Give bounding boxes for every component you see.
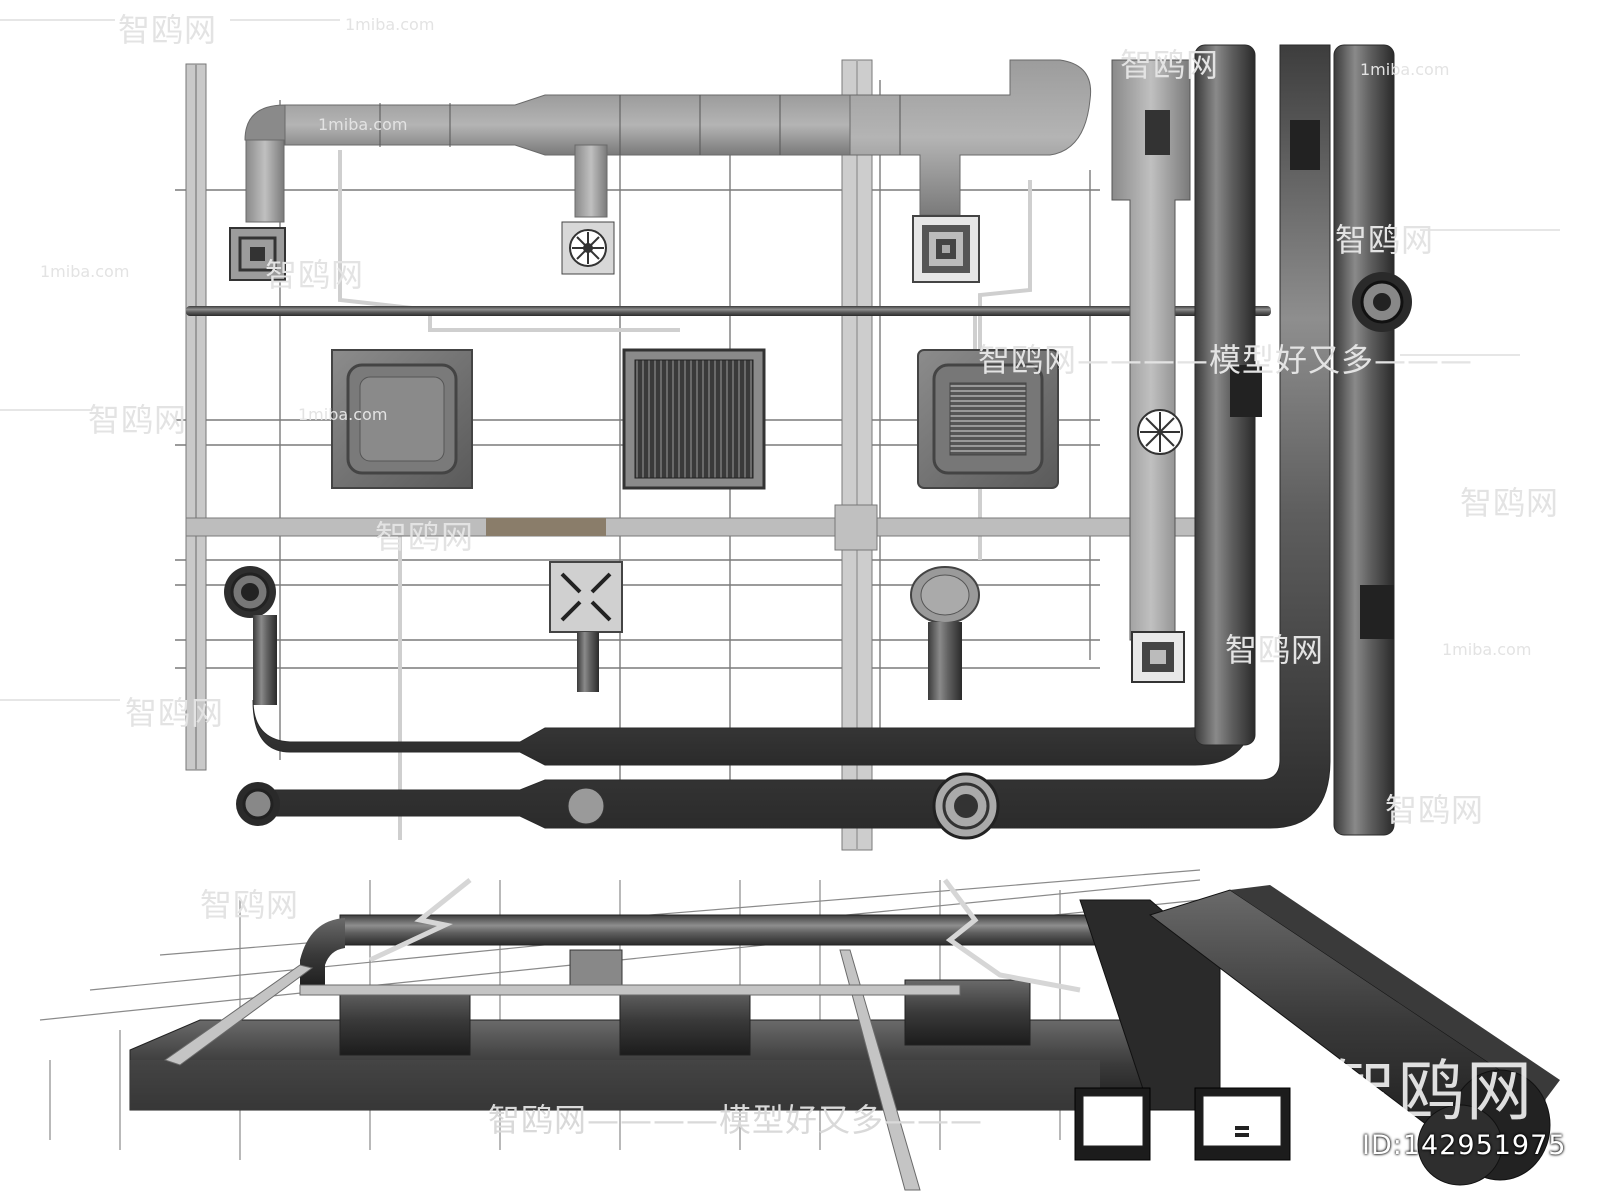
cable-tray-vertical-center — [841, 59, 873, 851]
perspective-black-ducts — [1074, 899, 1291, 1161]
cable-tray-vertical-left — [185, 63, 207, 771]
perspective-cable-trays — [163, 949, 961, 1191]
round-nozzle-center — [910, 566, 980, 700]
perspective-round-ducts-right — [1148, 885, 1560, 1186]
cassette-unit-1 — [331, 349, 473, 489]
vertical-spiral-duct-right — [1230, 44, 1412, 836]
rect-supply-duct-top — [244, 59, 1092, 223]
perspective-cassette-boxes — [339, 949, 1031, 1056]
round-duct-lower-2 — [236, 44, 1331, 840]
round-fan-diffuser-1 — [561, 221, 615, 275]
square-diffuser-2 — [912, 215, 980, 283]
brand-logo-text: 智鸥网 — [1330, 1053, 1534, 1130]
square-diffuser-1 — [229, 227, 286, 281]
cassette-unit-3 — [917, 349, 1059, 489]
model-id-label: ID:142951975 — [1362, 1130, 1567, 1161]
round-nozzle-left — [224, 566, 277, 705]
cassette-unit-2-grille — [622, 348, 766, 490]
hanger-rod-grid — [175, 80, 1100, 780]
watermark-dash-lines — [0, 19, 1560, 701]
swirl-diffuser — [549, 561, 623, 692]
perspective-conduit — [368, 878, 1081, 993]
cable-tray-horizontal — [185, 504, 1227, 551]
horizontal-pipe-upper — [186, 306, 1271, 316]
vertical-rect-duct-unit — [1111, 59, 1191, 683]
